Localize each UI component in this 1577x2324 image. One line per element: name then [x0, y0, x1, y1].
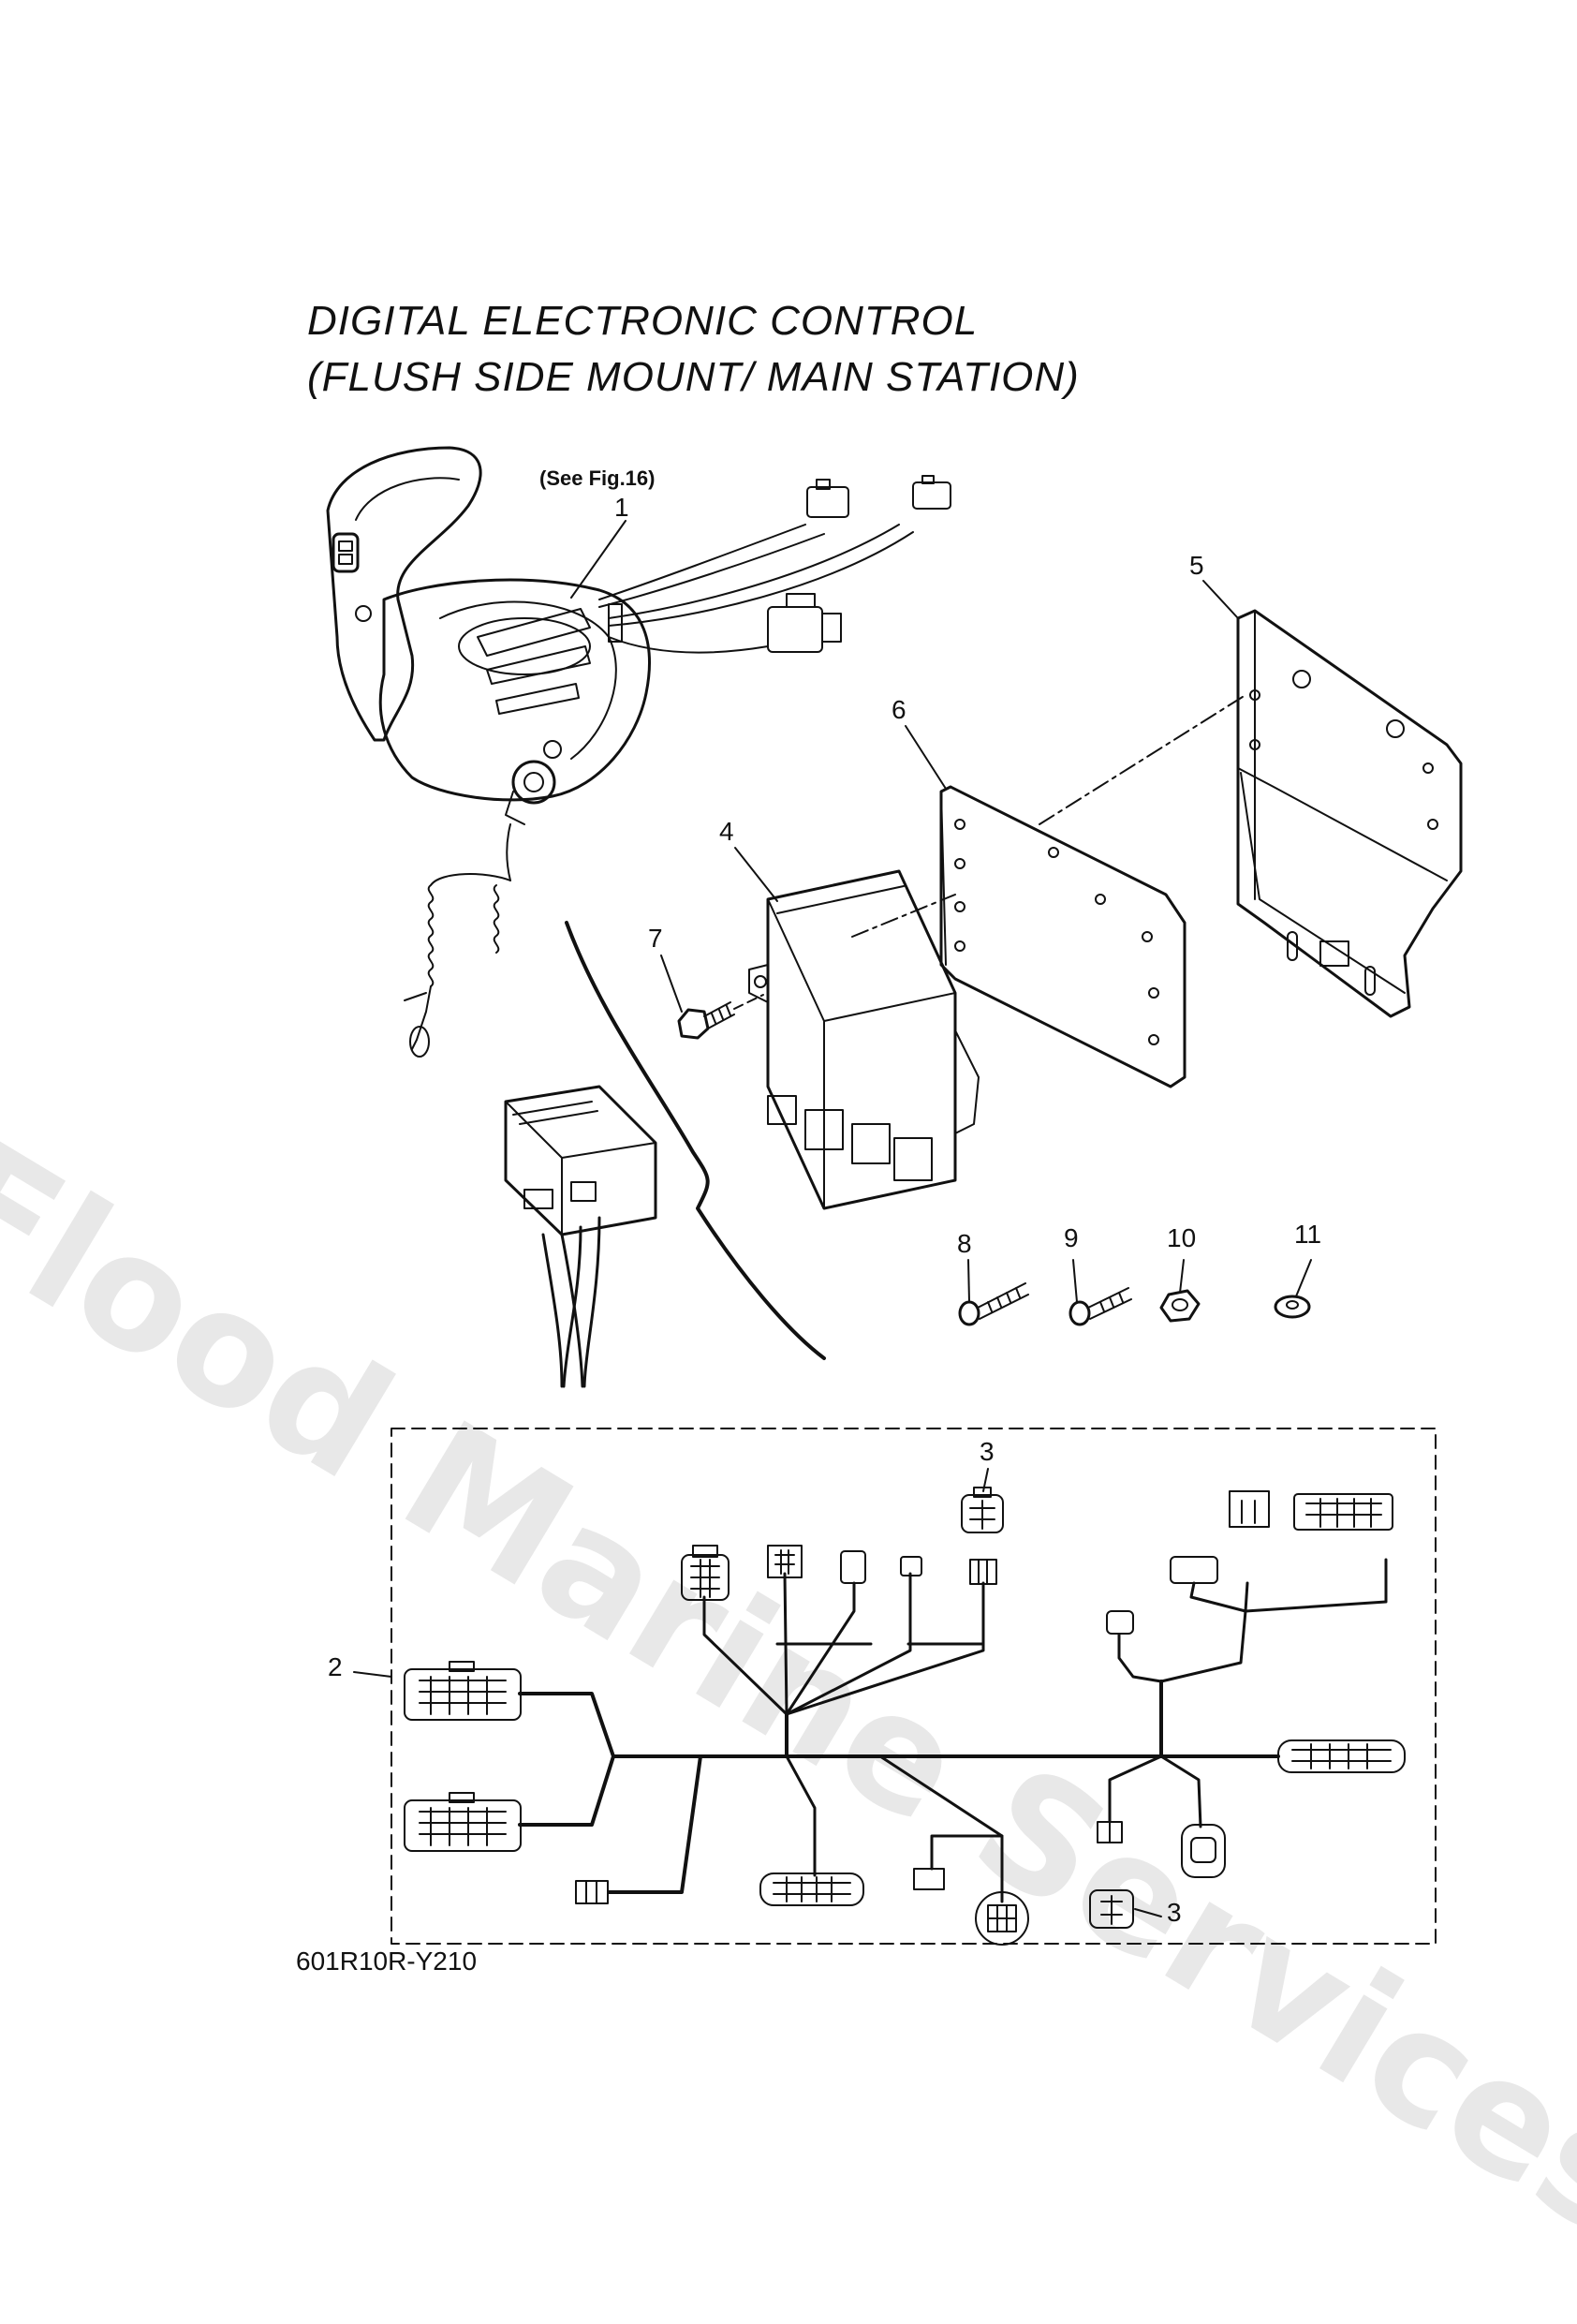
- leader-line-1: [570, 520, 626, 599]
- washer-11: [1274, 1295, 1311, 1319]
- callout-9: 9: [1064, 1223, 1079, 1252]
- callout-6: 6: [892, 695, 906, 724]
- leader-line-6: [905, 725, 947, 790]
- diagram-title-line-2: (FLUSH SIDE MOUNT/ MAIN STATION): [307, 354, 1080, 400]
- diagram-code: 601R10R-Y210: [296, 1947, 478, 1976]
- leader-line-3-top: [982, 1468, 989, 1492]
- leader-line-5: [1202, 580, 1239, 619]
- see-figure-note: (See Fig.16): [539, 466, 656, 490]
- mounting-bracket: [1236, 609, 1463, 1018]
- plate-to-bracket-dashline: [1039, 694, 1246, 825]
- diagram-title-line-1: DIGITAL ELECTRONIC CONTROL: [307, 298, 979, 344]
- leader-line-9: [1072, 1259, 1078, 1303]
- control-lever-assembly: [326, 446, 951, 1058]
- harness-connectors: [404, 1487, 1406, 1946]
- bolt-7: [677, 1001, 735, 1040]
- callout-3-top: 3: [980, 1437, 995, 1466]
- callout-7: 7: [648, 924, 663, 953]
- leader-line-7: [660, 955, 683, 1013]
- callout-4: 4: [719, 817, 734, 846]
- harness-dashed-box: [391, 1428, 1437, 1945]
- remote-control-unit-inset: [504, 1085, 657, 1388]
- callout-11: 11: [1294, 1220, 1322, 1249]
- screw-8: [958, 1282, 1029, 1326]
- leader-line-11: [1295, 1259, 1312, 1297]
- leader-line-8: [967, 1259, 970, 1303]
- nut-10: [1159, 1289, 1201, 1323]
- callout-5: 5: [1189, 551, 1204, 580]
- screw-9: [1069, 1287, 1132, 1326]
- callout-10: 10: [1167, 1223, 1197, 1252]
- wire-harness: [518, 1558, 1388, 1903]
- ecu-module: [748, 869, 980, 1210]
- callout-8: 8: [957, 1229, 972, 1258]
- inset-bracket: [565, 921, 826, 1360]
- leader-line-4: [734, 847, 778, 902]
- ecu-to-plate-dashline: [851, 894, 956, 938]
- callout-2: 2: [328, 1652, 343, 1681]
- leader-line-10: [1179, 1259, 1185, 1294]
- bolt-to-ecu-dashline: [733, 994, 764, 1010]
- callout-3-bottom: 3: [1167, 1898, 1182, 1927]
- mounting-plate: [939, 785, 1186, 1088]
- callout-1: 1: [614, 493, 629, 522]
- leader-line-2: [353, 1671, 392, 1678]
- leader-line-3-bottom: [1134, 1908, 1162, 1917]
